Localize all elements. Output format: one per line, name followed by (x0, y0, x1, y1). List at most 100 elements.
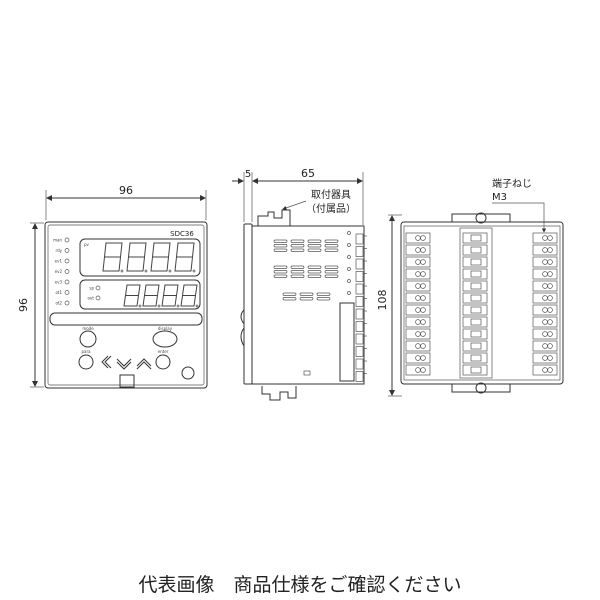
vent-slot (324, 274, 339, 278)
mode-button[interactable] (79, 330, 97, 348)
terminal-screw-icon (542, 355, 548, 361)
vent-slot (316, 292, 331, 296)
terminal-screw-icon (547, 235, 553, 241)
terminal-block (405, 304, 431, 316)
side-terminal (355, 233, 364, 245)
terminal-screw-icon (420, 355, 426, 361)
terminal-block (532, 232, 558, 244)
sub-led-indicator (95, 285, 101, 291)
side-terminal (355, 296, 364, 307)
enter-button[interactable] (155, 354, 171, 370)
down-arrow-button[interactable] (116, 358, 132, 370)
seven-segment-digit (123, 284, 142, 308)
terminal-block (405, 340, 431, 352)
seven-segment-digit (142, 284, 161, 308)
model-label: SDC36 (170, 230, 194, 238)
vent-slot (273, 239, 288, 243)
para-button[interactable] (78, 354, 94, 370)
width-dimension: 96 (119, 184, 133, 197)
vent-slot (273, 244, 288, 248)
terminal-screw-icon (542, 319, 548, 325)
terminal-pin (470, 234, 482, 242)
terminal-screw-icon (542, 247, 548, 253)
bracket-screw-top (475, 212, 487, 224)
seven-segment-digit (161, 284, 180, 308)
terminal-screw-icon (542, 367, 548, 373)
seven-segment-digit (180, 284, 199, 308)
side-led-hole (347, 255, 351, 259)
terminal-screw-icon (415, 319, 421, 325)
led-indicator (64, 269, 70, 274)
side-terminal (355, 358, 364, 370)
side-body (251, 225, 365, 385)
terminal-block (462, 244, 488, 256)
terminal-block (462, 232, 488, 244)
side-led-hole (347, 267, 351, 271)
vent-slot (307, 248, 322, 252)
left-arrow-button[interactable] (101, 355, 112, 369)
vent-slot (324, 265, 339, 269)
caption: 代表画像 商品仕様をご確認ください (138, 574, 462, 596)
front-dimension: 5 (245, 169, 251, 180)
up-arrow-button[interactable] (136, 358, 152, 370)
display-button[interactable] (152, 330, 178, 348)
terminal-screw-icon (547, 355, 553, 361)
bracket-note: （付属品） (306, 202, 356, 215)
sub-led-indicator (95, 295, 101, 301)
terminal-screw-icon (547, 307, 553, 313)
terminal-block (462, 292, 488, 304)
terminal-screw-icon (415, 355, 421, 361)
terminal-block (532, 352, 558, 364)
terminal-block (405, 280, 431, 292)
side-terminal (355, 371, 364, 382)
terminal-cover (339, 302, 355, 382)
terminal-screw-icon (547, 343, 553, 349)
pv-display (79, 238, 201, 277)
vent-slot (273, 274, 288, 278)
terminal-block (462, 268, 488, 280)
vent-slot (307, 244, 322, 248)
vent-slot (290, 239, 305, 243)
mounting-bracket-bottom (261, 386, 297, 401)
terminal-pin (470, 366, 482, 374)
vent-slot (290, 270, 305, 274)
terminal-block (462, 364, 488, 376)
front-panel (44, 221, 208, 389)
terminal-screw-icon (542, 235, 548, 241)
terminal-screw-icon (415, 235, 421, 241)
vent-slot (324, 239, 339, 243)
vent-slot (324, 270, 339, 274)
seven-segment-digit (126, 242, 148, 273)
terminal-screw-icon (547, 283, 553, 289)
led-label: man (53, 238, 62, 243)
digit-segments (150, 242, 171, 272)
rear-height-dimension: 108 (376, 290, 389, 311)
terminal-screw-icon (420, 271, 426, 277)
terminal-screw-icon (547, 367, 553, 373)
vent-slot (290, 248, 305, 252)
side-led-hole (347, 279, 351, 283)
display-label: display (158, 326, 173, 331)
terminal-block (532, 340, 558, 352)
seven-segment-digit (150, 242, 172, 273)
terminal-block (462, 256, 488, 268)
rear-view: 108 端子ねじ M3 (376, 177, 564, 397)
side-terminal (355, 333, 364, 345)
vent-slot (316, 297, 331, 301)
terminal-pin (470, 282, 482, 290)
side-terminal (355, 271, 364, 282)
bracket-label: 取付器具 (311, 188, 351, 201)
vent-slot (299, 292, 314, 296)
side-view: 5 65 取付器具 （付属品） (232, 167, 367, 401)
vent-slot (299, 297, 314, 301)
terminal-pin (470, 342, 482, 350)
screw-label: 端子ねじ (492, 177, 532, 190)
terminal-block (405, 256, 431, 268)
terminal-block (462, 280, 488, 292)
terminal-pin (470, 330, 482, 338)
led-indicator (64, 248, 70, 253)
led-indicator (64, 290, 70, 295)
terminal-screw-icon (415, 247, 421, 253)
led-indicator (64, 258, 70, 264)
side-led-hole (347, 231, 351, 235)
